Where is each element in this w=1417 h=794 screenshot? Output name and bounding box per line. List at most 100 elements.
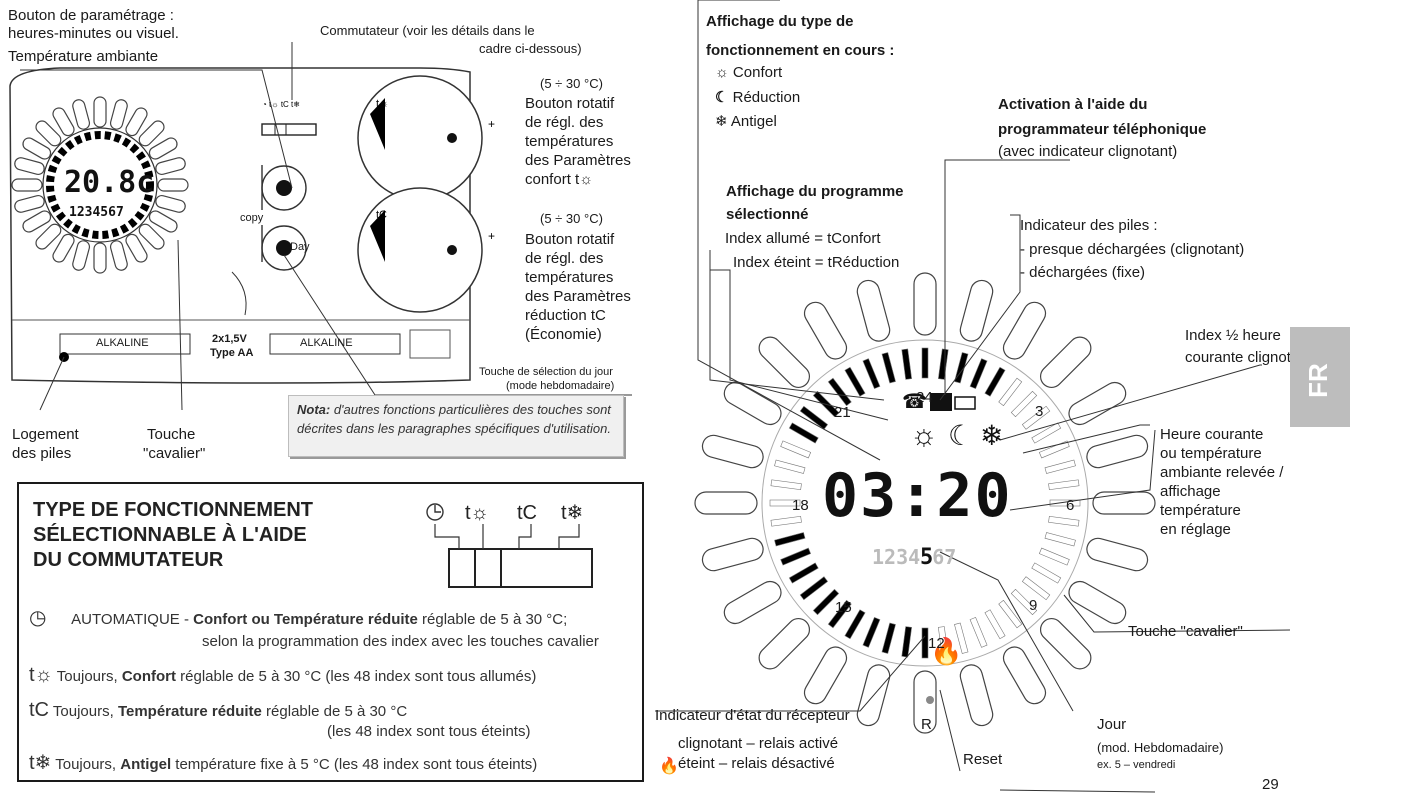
rider-loop[interactable]	[800, 298, 850, 363]
rider-loop[interactable]	[109, 239, 128, 271]
device-rider-ring	[11, 96, 189, 274]
battery-housing-label-2: des piles	[12, 445, 72, 462]
rider-loop[interactable]	[913, 670, 937, 734]
rider-loop[interactable]	[34, 222, 64, 252]
rider-loop[interactable]	[720, 577, 785, 627]
mode-row-comfort: t☼ Toujours, Confort réglable de 5 à 30 …	[29, 665, 536, 686]
rider-loop[interactable]	[147, 136, 179, 161]
dial-time-display: 03:20	[822, 461, 1013, 531]
mode-row-frost: t❄ Toujours, Antigel température fixe à …	[29, 752, 537, 774]
rider-loop[interactable]	[1065, 577, 1130, 627]
index-bar	[774, 532, 806, 547]
index-bar	[881, 352, 896, 384]
frost-text-b: Antigel	[120, 756, 172, 773]
rider-loop[interactable]	[13, 194, 45, 213]
rider-loop[interactable]	[1036, 333, 1095, 392]
battery-housing-label-1: Logement	[12, 426, 79, 443]
rider-loop[interactable]	[700, 433, 766, 470]
rider-loop[interactable]	[93, 96, 107, 128]
svg-text:❄: ❄	[980, 420, 1003, 451]
flame-icon: 🔥	[659, 758, 679, 775]
index-bar	[954, 622, 969, 654]
rider-loop[interactable]	[51, 232, 76, 264]
dial-diagram: ☼ ☾ ❄ ☎ 🔥	[655, 0, 1291, 793]
knob-comfort-line: températures	[525, 133, 614, 150]
rider-loop[interactable]	[755, 333, 814, 392]
rider-loop[interactable]	[720, 378, 785, 428]
rider-loop[interactable]	[1065, 378, 1130, 428]
rider-loop[interactable]	[700, 536, 766, 573]
index-bar	[998, 377, 1023, 407]
rider-loop[interactable]	[1036, 614, 1095, 673]
knob-reduction-line: (Économie)	[525, 326, 602, 343]
mode-row-reduced: tC Toujours, Température réduite réglabl…	[29, 700, 408, 721]
rider-loop[interactable]	[51, 106, 76, 138]
svg-text:◔ t☼ tC t❄: ◔ t☼ tC t❄	[262, 100, 300, 109]
index-bar	[1010, 588, 1038, 616]
rider-loop[interactable]	[34, 119, 64, 149]
auto-text-line2: selon la programmation des index avec le…	[202, 633, 599, 650]
rider-loop[interactable]	[999, 643, 1049, 708]
knob-comfort-line: confort t☼	[525, 171, 593, 188]
rider-loop[interactable]	[154, 156, 186, 176]
rider-loop[interactable]	[800, 643, 850, 708]
device-lcd-days: 1234567	[69, 205, 124, 220]
rider-loop[interactable]	[913, 272, 937, 336]
reduced-text-c: réglable de 5 à 30 °C	[261, 703, 408, 720]
rider-loop[interactable]	[21, 136, 53, 161]
rider-loop[interactable]	[93, 242, 107, 274]
index-bar	[770, 479, 802, 490]
svg-text:☎: ☎	[902, 391, 927, 413]
type-box-title-2: SÉLECTIONNABLE À L'AIDE	[33, 524, 307, 546]
index-bar	[788, 562, 819, 584]
index-bar	[1044, 459, 1076, 474]
index-bar	[1021, 576, 1051, 601]
rider-loop[interactable]	[1084, 433, 1150, 470]
rider-loop[interactable]	[109, 98, 128, 130]
switch-label-1: Commutateur (voir les détails dans le	[320, 23, 535, 38]
t-snowflake-icon: t❄	[29, 752, 52, 774]
index-bar	[901, 348, 912, 380]
battery-indicator-label-1: Indicateur des piles :	[1020, 217, 1158, 234]
device-battery-type-1: 2x1,5V	[212, 333, 247, 345]
svg-text:☾: ☾	[948, 420, 973, 451]
dial-days: 1234567	[872, 545, 957, 569]
rider-loop[interactable]	[21, 209, 53, 234]
rider-loop[interactable]	[999, 298, 1049, 363]
rider-loop[interactable]	[71, 239, 91, 271]
index-bar	[984, 609, 1006, 640]
battery-indicator-label-3: - déchargées (fixe)	[1020, 264, 1146, 281]
rider-loop[interactable]	[71, 98, 91, 130]
device-day-button-label[interactable]: Day	[290, 241, 310, 253]
rider-loop[interactable]	[855, 278, 892, 344]
rider-loop[interactable]	[694, 491, 758, 515]
knob-comfort-line: de régl. des	[525, 114, 604, 131]
index-bar	[881, 622, 896, 654]
rider-loop[interactable]	[137, 222, 167, 252]
reduced-text-a: Toujours,	[52, 703, 118, 720]
knob-reduction-range: (5 ÷ 30 °C)	[540, 211, 603, 226]
rider-loop[interactable]	[13, 156, 45, 176]
rider-loop[interactable]	[157, 178, 189, 192]
dial-hour-3: 3	[1035, 403, 1044, 420]
rider-loop[interactable]	[1084, 536, 1150, 573]
rider-loop[interactable]	[11, 178, 43, 192]
rider-loop[interactable]	[958, 662, 995, 728]
rider-loop[interactable]	[124, 232, 149, 264]
rider-loop[interactable]	[137, 119, 167, 149]
rider-loop[interactable]	[124, 106, 149, 138]
auto-text-b: Confort ou Température réduite	[193, 611, 418, 628]
comfort-text-a: Toujours,	[56, 668, 122, 685]
sun-icon: ☼	[715, 64, 729, 81]
rider-loop[interactable]	[1092, 491, 1156, 515]
knob-reduction-description: Bouton rotatif de régl. des températures…	[525, 230, 631, 344]
rider-loop[interactable]	[958, 278, 995, 344]
receiver-on-label: clignotant – relais activé	[678, 735, 839, 752]
rider-loop[interactable]	[755, 614, 814, 673]
reduced-text-line2: (les 48 index sont tous éteints)	[327, 723, 531, 740]
phone-label-2: programmateur téléphonique	[998, 121, 1207, 138]
rider-loop[interactable]	[147, 209, 179, 234]
rider-loop[interactable]	[154, 194, 186, 213]
half-hour-label-2: courante clignotant	[1185, 349, 1312, 366]
index-bar	[969, 358, 988, 390]
